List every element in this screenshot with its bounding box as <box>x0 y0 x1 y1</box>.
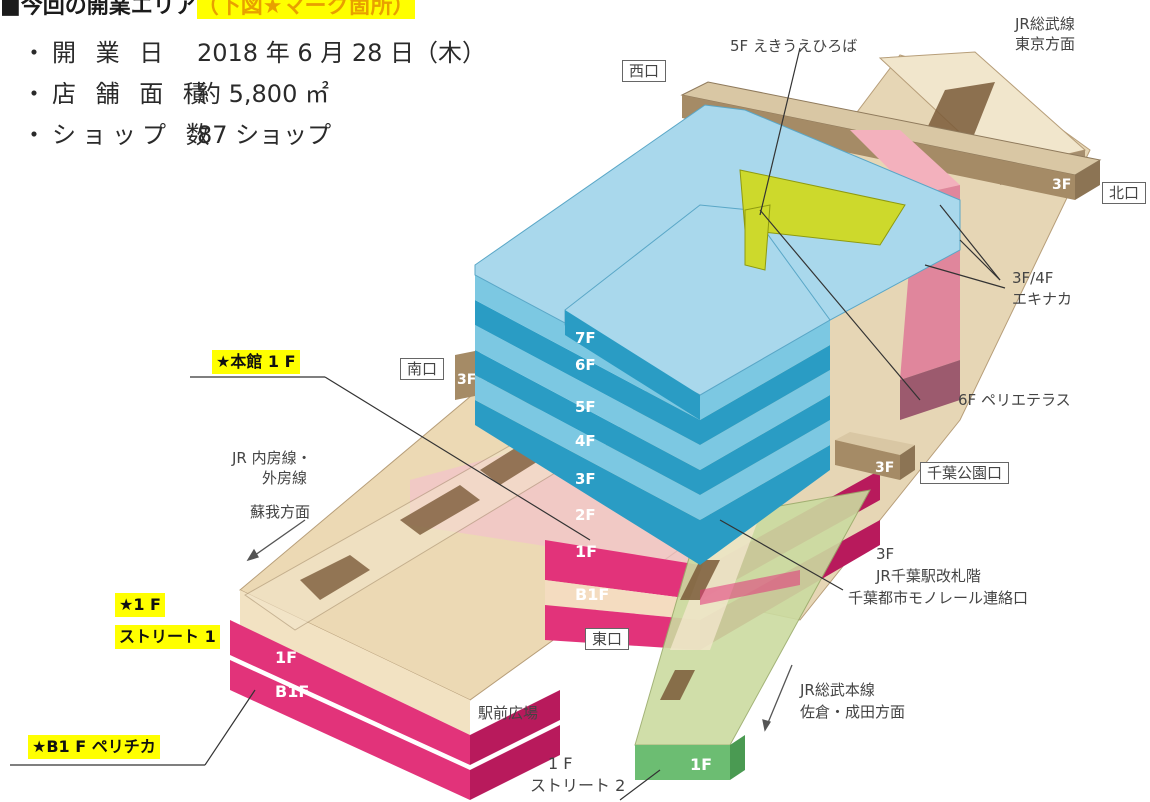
callout-b1f-perichika: ★B1 F ペリチカ <box>28 735 160 759</box>
street2-1f-tag: 1F <box>690 755 712 774</box>
title-prefix: ■今回の開業エリア <box>0 0 197 19</box>
label-6f-terrace: 6F ペリエテラス <box>958 391 1071 409</box>
tower-7f-tag: 7F <box>575 329 596 347</box>
park-bridge: 3F <box>835 432 915 480</box>
exit-chiba-park-tag: 千葉公園口 <box>920 462 1010 484</box>
label-street2-2: ストリート 2 <box>530 776 626 795</box>
leader-lines <box>10 47 1006 801</box>
exit-west-tag: 西口 <box>622 60 667 82</box>
callout-street1-line1: ★1 F <box>115 593 165 617</box>
exit-east-tag: 東口 <box>585 628 630 650</box>
label-jr-uchibo-2: 外房線 <box>262 469 308 487</box>
left-b1f-tag: B1F <box>275 682 309 701</box>
center-1f-tag: 1F <box>575 542 597 561</box>
tower-3f-tag: 3F <box>575 470 596 488</box>
park-3f-tag: 3F <box>875 460 894 476</box>
tower-5f-tag: 5F <box>575 398 596 416</box>
page-title: ■今回の開業エリア（下図★マーク箇所） <box>0 0 415 20</box>
label-3f-gate-3: 千葉都市モノレール連絡口 <box>848 589 1029 607</box>
fact-label: ・開 業 日 <box>22 39 170 67</box>
label-ekinaka-1: 3F/4F <box>1012 269 1054 287</box>
label-jr-sobu-1: JR総武線 <box>1015 15 1075 33</box>
fact-floor-area: ・店 舗 面 積約 5,800 ㎡ <box>22 74 329 109</box>
exit-north-tag: 北口 <box>1102 182 1147 204</box>
fact-label: ・ショップ 数 <box>22 121 216 149</box>
fact-value: 87 ショップ <box>197 121 332 149</box>
callout-street1-line2: ストリート 1 <box>115 625 220 649</box>
label-ekimae: 駅前広場 <box>478 704 539 722</box>
label-3f-gate-2: JR千葉駅改札階 <box>876 567 981 585</box>
title-highlight: （下図★マーク箇所） <box>196 0 415 19</box>
label-sobu-main-2: 佐倉・成田方面 <box>800 703 906 721</box>
label-soga: 蘇我方面 <box>250 503 311 521</box>
label-jr-uchibo-1: JR 内房線・ <box>232 449 312 467</box>
tower-2f-tag: 2F <box>575 506 596 524</box>
label-5f-plaza: 5F えきうえひろば <box>730 37 858 55</box>
tower: 7F 6F 5F 4F 3F 2F <box>474 104 961 565</box>
label-ekinaka-2: エキナカ <box>1012 290 1073 308</box>
fact-shop-count: ・ショップ 数87 ショップ <box>22 115 331 150</box>
tower-6f-tag: 6F <box>575 356 596 374</box>
fact-value: 2018 年 6 月 28 日（木） <box>197 39 487 67</box>
direction-arrows <box>246 519 793 732</box>
label-street2-1: 1 F <box>548 754 573 773</box>
fact-opening-date: ・開 業 日 2018 年 6 月 28 日（木） <box>22 33 486 68</box>
north-3f-tag: 3F <box>1052 177 1071 193</box>
label-jr-sobu-2: 東京方面 <box>1015 35 1076 53</box>
south-bridge: 3F <box>455 350 480 400</box>
fact-label: ・店 舗 面 積 <box>22 80 213 108</box>
center-b1f-tag: B1F <box>575 585 609 604</box>
label-sobu-main-1: JR総武本線 <box>800 681 875 699</box>
south-3f-tag: 3F <box>457 372 476 388</box>
callout-main-1f: ★本館 1 F <box>212 350 300 374</box>
label-3f-gate-1: 3F <box>876 545 895 563</box>
tower-4f-tag: 4F <box>575 432 596 450</box>
fact-value: 約 5,800 ㎡ <box>197 80 329 108</box>
exit-south-tag: 南口 <box>400 358 445 380</box>
left-1f-tag: 1F <box>275 648 297 667</box>
